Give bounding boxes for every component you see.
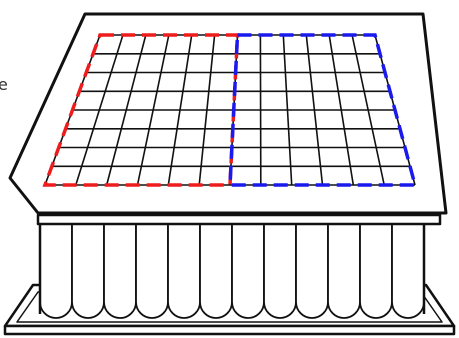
edge-text: e — [0, 75, 8, 95]
support-column — [296, 224, 328, 318]
support-column — [72, 224, 104, 318]
support-column — [200, 224, 232, 318]
top-slab — [10, 14, 446, 224]
support-column — [232, 224, 264, 318]
support-column — [360, 224, 392, 318]
support-column — [136, 224, 168, 318]
cropped-edge-text: e — [0, 75, 12, 105]
support-columns — [40, 224, 424, 318]
support-column — [328, 224, 360, 318]
slab-front-face — [38, 215, 440, 224]
slab-top-face — [10, 14, 446, 213]
support-column — [392, 224, 424, 318]
base-plate-front — [5, 326, 454, 334]
support-column — [168, 224, 200, 318]
support-column — [264, 224, 296, 318]
support-column — [104, 224, 136, 318]
support-column — [40, 224, 72, 318]
